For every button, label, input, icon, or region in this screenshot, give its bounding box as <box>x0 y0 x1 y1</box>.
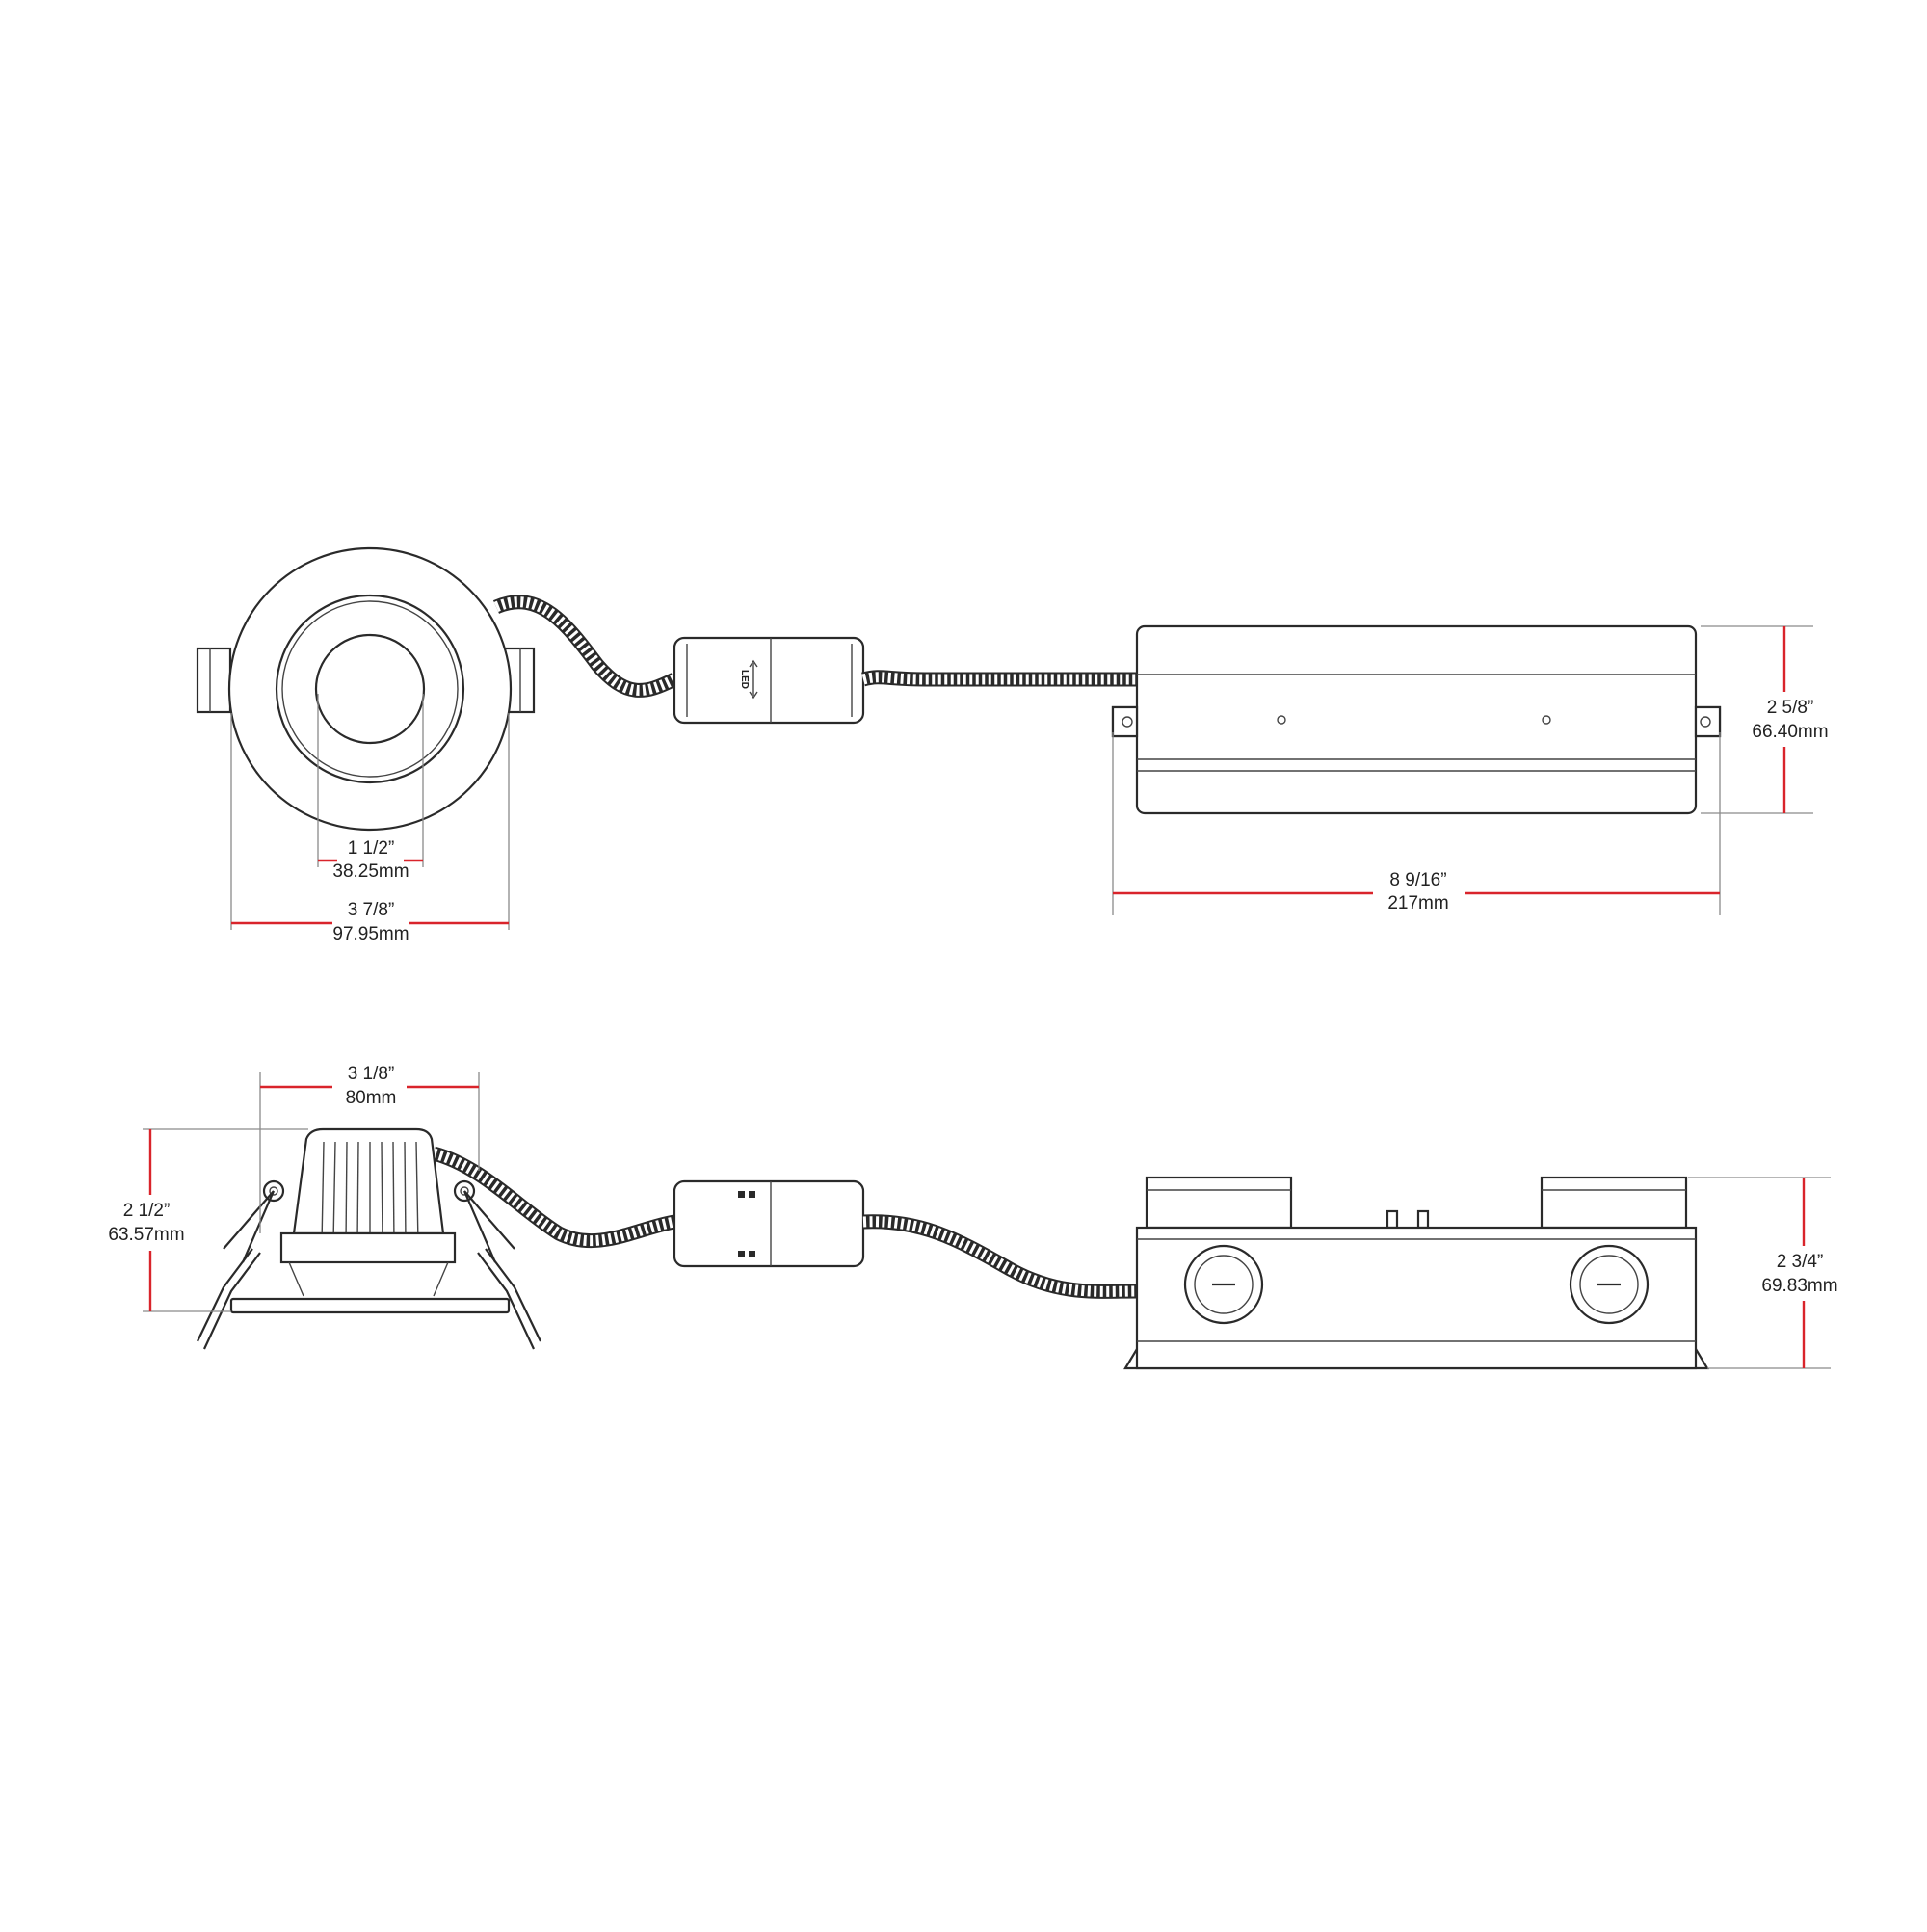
driver-width-dimension: 2 5/8” 66.40mm <box>1752 626 1829 813</box>
top-conduit-driver-side <box>861 670 1137 687</box>
housing-height-imperial: 2 1/2” <box>123 1201 171 1221</box>
side-connector <box>673 1179 865 1268</box>
trim-dim-imperial: 3 7/8” <box>348 900 395 920</box>
driver-height-imperial: 2 3/4” <box>1777 1252 1824 1272</box>
driver-length-imperial: 8 9/16” <box>1389 870 1446 890</box>
driver-width-imperial: 2 5/8” <box>1767 698 1814 718</box>
trim-dimension: 3 7/8” 97.95mm <box>231 900 509 944</box>
housing-height-dimension: 2 1/2” 63.57mm <box>108 1129 185 1311</box>
driver-box-side <box>1123 1176 1709 1370</box>
driver-body <box>1135 1226 1698 1370</box>
housing-width-imperial: 3 1/8” <box>348 1064 395 1084</box>
side-conduit-driver-side <box>862 1214 1138 1299</box>
driver-length-metric: 217mm <box>1387 893 1448 913</box>
driver-length-dimension: 8 9/16” 217mm <box>1113 870 1720 913</box>
reflector-ring <box>275 594 465 784</box>
left-knockout <box>1183 1244 1264 1325</box>
top-conduit-fixture-side <box>492 595 678 698</box>
connector-label: LED <box>739 670 750 689</box>
driver-height-metric: 69.83mm <box>1761 1276 1837 1296</box>
right-knockout-cover <box>1540 1176 1688 1230</box>
side-view: 3 1/8” 80mm 2 1/2” 63.57mm <box>108 1064 1838 1370</box>
top-view: 1 1/2” 38.25mm 3 7/8” 97.95mm LED <box>196 546 1829 944</box>
trim-ring <box>227 546 513 832</box>
driver-box <box>1135 624 1698 815</box>
driver-box-top <box>1111 624 1722 815</box>
driver-width-metric: 66.40mm <box>1752 722 1828 742</box>
fixture-housing-side <box>229 1127 511 1314</box>
trim-flange <box>229 1297 511 1314</box>
housing-collar <box>279 1231 457 1264</box>
housing-height-metric: 63.57mm <box>108 1225 184 1245</box>
lens-dim-imperial: 1 1/2” <box>348 838 395 859</box>
housing-width-metric: 80mm <box>346 1088 397 1108</box>
side-conduit-fixture-side <box>431 1146 676 1249</box>
side-connector-body <box>673 1179 865 1268</box>
lens-dim-metric: 38.25mm <box>332 861 409 882</box>
right-spring-clip <box>453 1179 541 1350</box>
connector-body <box>673 636 865 725</box>
housing-width-dimension: 3 1/8” 80mm <box>260 1064 479 1108</box>
lens-dimension: 1 1/2” 38.25mm <box>318 838 423 882</box>
heatsink <box>292 1127 445 1235</box>
left-mounting-tab <box>196 647 232 714</box>
lens <box>314 633 426 745</box>
right-knockout <box>1569 1244 1650 1325</box>
trim-dim-metric: 97.95mm <box>332 924 409 944</box>
left-knockout-cover <box>1145 1176 1293 1230</box>
left-spring-clip <box>197 1179 285 1350</box>
driver-height-dimension: 2 3/4” 69.83mm <box>1761 1178 1838 1368</box>
top-connector: LED <box>673 636 865 725</box>
